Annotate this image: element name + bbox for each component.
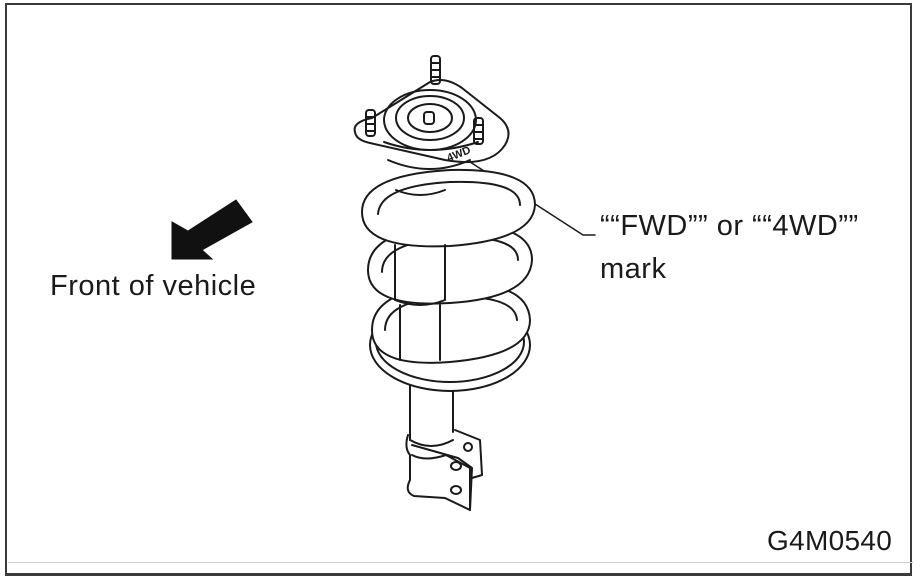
front-of-vehicle-label: Front of vehicle xyxy=(50,270,257,302)
mount-stud xyxy=(365,109,376,137)
mount-stud xyxy=(430,55,441,85)
figure-frame xyxy=(5,3,912,576)
mark-callout-label-line2: mark xyxy=(600,253,667,285)
upper-mount: 4WD xyxy=(353,55,510,170)
footer-rule xyxy=(8,562,913,563)
mark-callout-label: ““FWD”” or ““4WD”” xyxy=(600,210,859,242)
mount-stud xyxy=(473,117,484,145)
figure-id: G4M0540 xyxy=(767,525,893,556)
strut-bracket xyxy=(405,429,483,511)
coil-spring xyxy=(361,168,536,364)
direction-arrow-icon xyxy=(171,199,253,260)
shock-tube xyxy=(409,384,454,447)
